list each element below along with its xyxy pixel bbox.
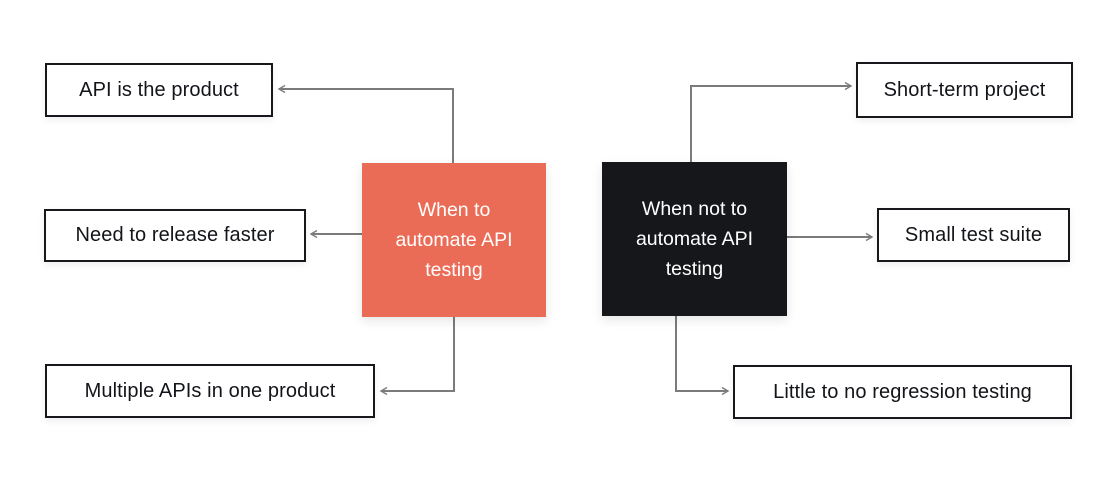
node-when-to-automate: When to automate API testing	[362, 163, 546, 317]
connector-whennotto-regression	[675, 316, 730, 396]
node-multiple-apis-in-one-product-label: Multiple APIs in one product	[84, 379, 336, 402]
node-short-term-project-label: Short-term project	[883, 78, 1046, 101]
node-when-not-to-automate-label: When not to automate API testing	[635, 198, 754, 280]
node-little-to-no-regression-testing: Little to no regression testing	[733, 365, 1072, 419]
connector-whento-multipleapis	[379, 317, 455, 396]
connector-whento-apiproduct	[277, 84, 454, 163]
node-when-to-automate-label: When to automate API testing	[395, 199, 513, 281]
node-small-test-suite-label: Small test suite	[904, 223, 1043, 246]
node-short-term-project: Short-term project	[856, 62, 1073, 118]
node-need-to-release-faster-label: Need to release faster	[75, 224, 275, 246]
node-need-to-release-faster: Need to release faster	[44, 209, 306, 262]
node-multiple-apis-in-one-product: Multiple APIs in one product	[45, 364, 375, 418]
node-when-not-to-automate: When not to automate API testing	[602, 162, 787, 316]
node-api-is-the-product-label: API is the product	[79, 78, 239, 101]
connector-whennotto-shortterm	[690, 81, 853, 162]
node-small-test-suite: Small test suite	[877, 208, 1070, 262]
node-little-to-no-regression-testing-label: Little to no regression testing	[773, 380, 1032, 403]
node-api-is-the-product: API is the product	[45, 63, 273, 117]
